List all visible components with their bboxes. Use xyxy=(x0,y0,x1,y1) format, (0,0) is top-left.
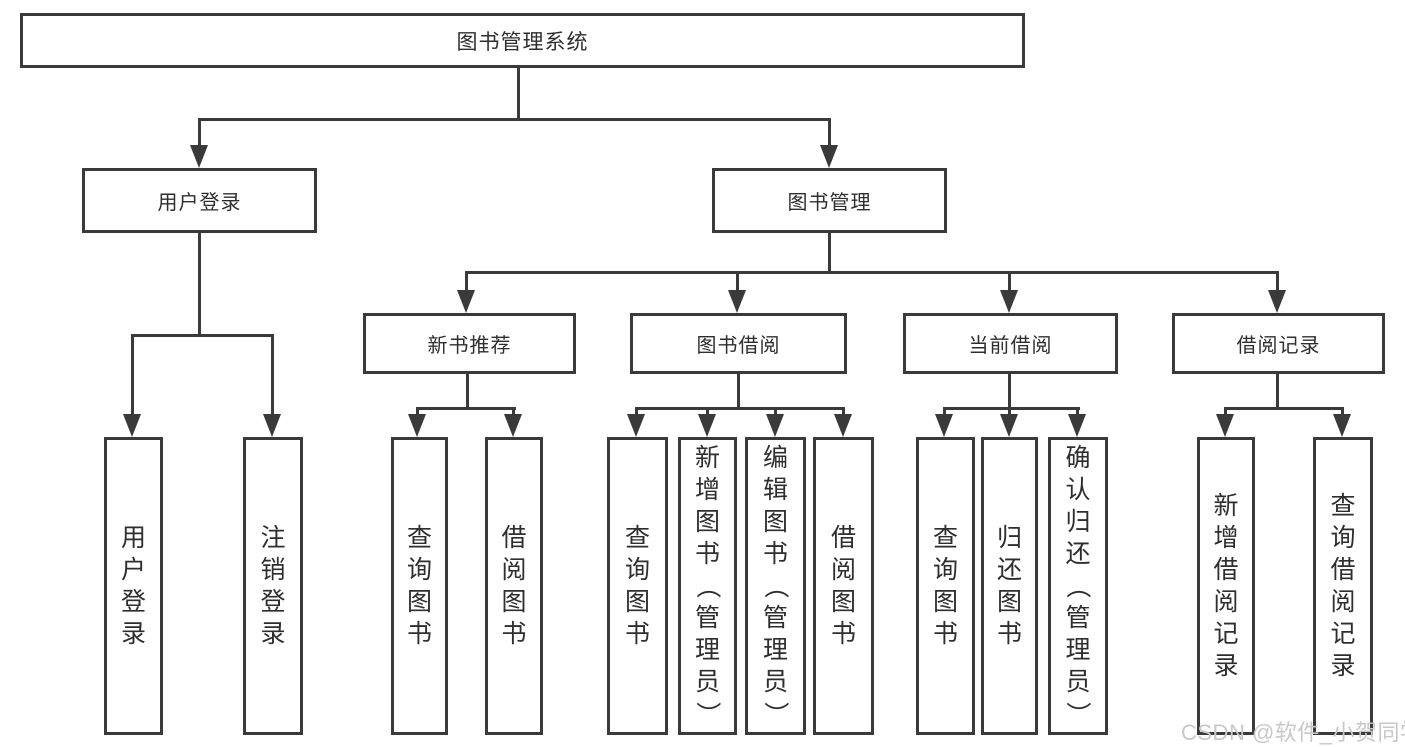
connector-line xyxy=(1276,374,1279,410)
node-book-borrow-label: 图书借阅 xyxy=(696,335,781,357)
leaf-borrow-books-2-label: 借阅图书 xyxy=(830,524,856,648)
leaf-user-login: 用户登录 xyxy=(104,437,163,735)
node-user-login-label: 用户登录 xyxy=(157,192,242,214)
leaf-query-books-1: 查询图书 xyxy=(391,437,448,735)
leaf-logout: 注销登录 xyxy=(243,437,303,735)
connector-line xyxy=(1008,407,1011,419)
arrowhead-down xyxy=(457,290,475,313)
leaf-query-borrow-record: 查询借阅记录 xyxy=(1313,437,1373,735)
arrowhead-down xyxy=(1268,290,1286,313)
arrowhead-down xyxy=(263,414,281,437)
leaf-edit-books-admin-label: 编辑图书（管理员） xyxy=(761,444,790,727)
node-borrow-record-label: 借阅记录 xyxy=(1236,335,1321,357)
arrowhead-down xyxy=(1068,414,1086,437)
node-root-label: 图书管理系统 xyxy=(456,30,589,54)
connector-line xyxy=(512,407,515,419)
connector-line xyxy=(465,271,1279,274)
connector-line xyxy=(943,407,1080,410)
connector-line xyxy=(842,407,845,419)
connector-line xyxy=(416,407,419,419)
arrowhead-down xyxy=(728,290,746,313)
connector-line xyxy=(198,118,831,121)
leaf-add-borrow-record-label: 新增借阅记录 xyxy=(1213,492,1239,680)
arrowhead-down xyxy=(190,145,208,168)
connector-line xyxy=(635,407,638,419)
leaf-borrow-books-1-label: 借阅图书 xyxy=(501,524,527,648)
connector-line xyxy=(943,407,946,419)
leaf-borrow-books-1: 借阅图书 xyxy=(485,437,543,735)
node-root: 图书管理系统 xyxy=(20,13,1025,68)
connector-line xyxy=(198,233,201,337)
leaf-logout-label: 注销登录 xyxy=(260,524,286,648)
node-book-management-label: 图书管理 xyxy=(787,192,872,214)
arrowhead-down xyxy=(935,414,953,437)
node-new-book-recommend: 新书推荐 xyxy=(363,313,576,374)
connector-line xyxy=(1276,271,1279,293)
arrowhead-down xyxy=(627,414,645,437)
arrowhead-down xyxy=(504,414,522,437)
connector-line xyxy=(465,271,468,293)
node-borrow-record: 借阅记录 xyxy=(1172,313,1385,374)
leaf-add-borrow-record: 新增借阅记录 xyxy=(1197,437,1255,735)
connector-line xyxy=(198,118,201,148)
node-book-borrow: 图书借阅 xyxy=(630,313,847,374)
connector-line xyxy=(271,334,274,416)
connector-line xyxy=(828,118,831,148)
connector-line xyxy=(466,374,469,410)
arrowhead-down xyxy=(408,414,426,437)
connector-line xyxy=(1224,407,1227,419)
connector-line xyxy=(131,334,274,337)
connector-line xyxy=(517,68,520,120)
leaf-query-borrow-record-label: 查询借阅记录 xyxy=(1330,492,1356,680)
leaf-query-books-3: 查询图书 xyxy=(916,437,975,735)
leaf-add-books-admin: 新增图书（管理员） xyxy=(678,437,737,735)
node-new-book-recommend-label: 新书推荐 xyxy=(427,335,512,357)
connector-line xyxy=(1224,407,1344,410)
connector-line xyxy=(736,271,739,293)
leaf-confirm-return-admin: 确认归还（管理员） xyxy=(1048,437,1108,735)
node-user-login: 用户登录 xyxy=(82,168,317,233)
connector-line xyxy=(1008,374,1011,410)
leaf-query-books-1-label: 查询图书 xyxy=(406,524,432,648)
connector-line xyxy=(131,334,134,416)
leaf-query-books-3-label: 查询图书 xyxy=(932,524,958,648)
arrowhead-down xyxy=(1333,414,1351,437)
leaf-add-books-admin-label: 新增图书（管理员） xyxy=(693,444,722,727)
arrowhead-down xyxy=(766,414,784,437)
leaf-query-books-2-label: 查询图书 xyxy=(624,524,650,648)
arrowhead-down xyxy=(834,414,852,437)
connector-line xyxy=(635,407,845,410)
leaf-query-books-2: 查询图书 xyxy=(607,437,668,735)
connector-line xyxy=(737,374,740,410)
arrowhead-down xyxy=(123,414,141,437)
csdn-watermark: CSDN @软件_小贺同学 xyxy=(1181,720,1405,745)
arrowhead-down xyxy=(1000,290,1018,313)
leaf-return-books: 归还图书 xyxy=(981,437,1038,735)
node-current-borrow: 当前借阅 xyxy=(903,313,1118,374)
connector-line xyxy=(774,407,777,419)
arrowhead-down xyxy=(820,145,838,168)
arrowhead-down xyxy=(1216,414,1234,437)
leaf-user-login-label: 用户登录 xyxy=(120,524,146,648)
arrowhead-down xyxy=(1000,414,1018,437)
connector-line xyxy=(416,407,516,410)
leaf-borrow-books-2: 借阅图书 xyxy=(813,437,874,735)
connector-line xyxy=(1076,407,1079,419)
connector-line xyxy=(1341,407,1344,419)
leaf-confirm-return-admin-label: 确认归还（管理员） xyxy=(1063,444,1092,727)
arrowhead-down xyxy=(698,414,716,437)
connector-line xyxy=(1008,271,1011,293)
leaf-edit-books-admin: 编辑图书（管理员） xyxy=(745,437,806,735)
node-book-management: 图书管理 xyxy=(712,168,947,233)
leaf-return-books-label: 归还图书 xyxy=(996,524,1022,648)
connector-line xyxy=(706,407,709,419)
node-current-borrow-label: 当前借阅 xyxy=(968,335,1053,357)
connector-line xyxy=(828,233,831,274)
